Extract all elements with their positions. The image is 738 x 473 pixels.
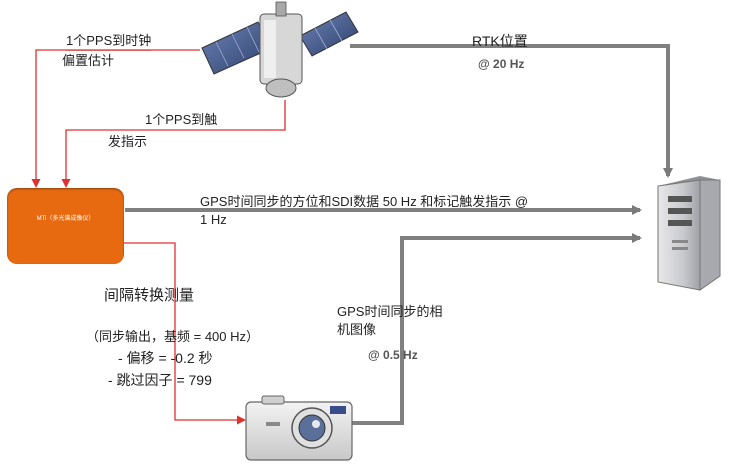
camera-icon [245, 395, 353, 461]
pps-clock-label-line2: 偏置估计 [62, 53, 115, 68]
gps-data-label-line2: 1 Hz [200, 212, 227, 227]
camera-image-label-line2: 机图像 [337, 322, 377, 337]
pps-clock-label-line1: 1个PPS到时钟 [66, 32, 152, 51]
mti-device-label: MTi（多光谱成像仪） [36, 216, 95, 222]
rtk-position-label: RTK位置 [472, 33, 528, 49]
server-icon [657, 176, 721, 291]
sync-output-label: （同步输出，基频 = 400 Hz） [86, 329, 260, 344]
pps-trigger-label-line1: 1个PPS到触 [145, 112, 218, 127]
rtk-connector [350, 44, 673, 178]
pps-trigger-connector [61, 100, 286, 188]
camera-image-connector [352, 233, 642, 425]
mti-device-box: MTi（多光谱成像仪） [7, 188, 124, 264]
camera-rate-label: @ 0.5 Hz [368, 348, 418, 362]
satellite-icon [201, 1, 359, 98]
skip-factor-label: - 跳过因子 = 799 [108, 372, 212, 388]
pps-trigger-label-line2: 发指示 [108, 134, 148, 149]
gps-data-label-line1: GPS时间同步的方位和SDI数据 50 Hz 和标记触发指示 @ [200, 194, 529, 209]
camera-image-label-line1: GPS时间同步的相 [337, 304, 443, 319]
interval-measurement-title: 间隔转换测量 [104, 287, 195, 304]
rtk-rate-label: @ 20 Hz [478, 57, 525, 71]
trigger-to-camera-connector [124, 242, 246, 425]
offset-label: - 偏移 = -0.2 秒 [118, 350, 213, 366]
